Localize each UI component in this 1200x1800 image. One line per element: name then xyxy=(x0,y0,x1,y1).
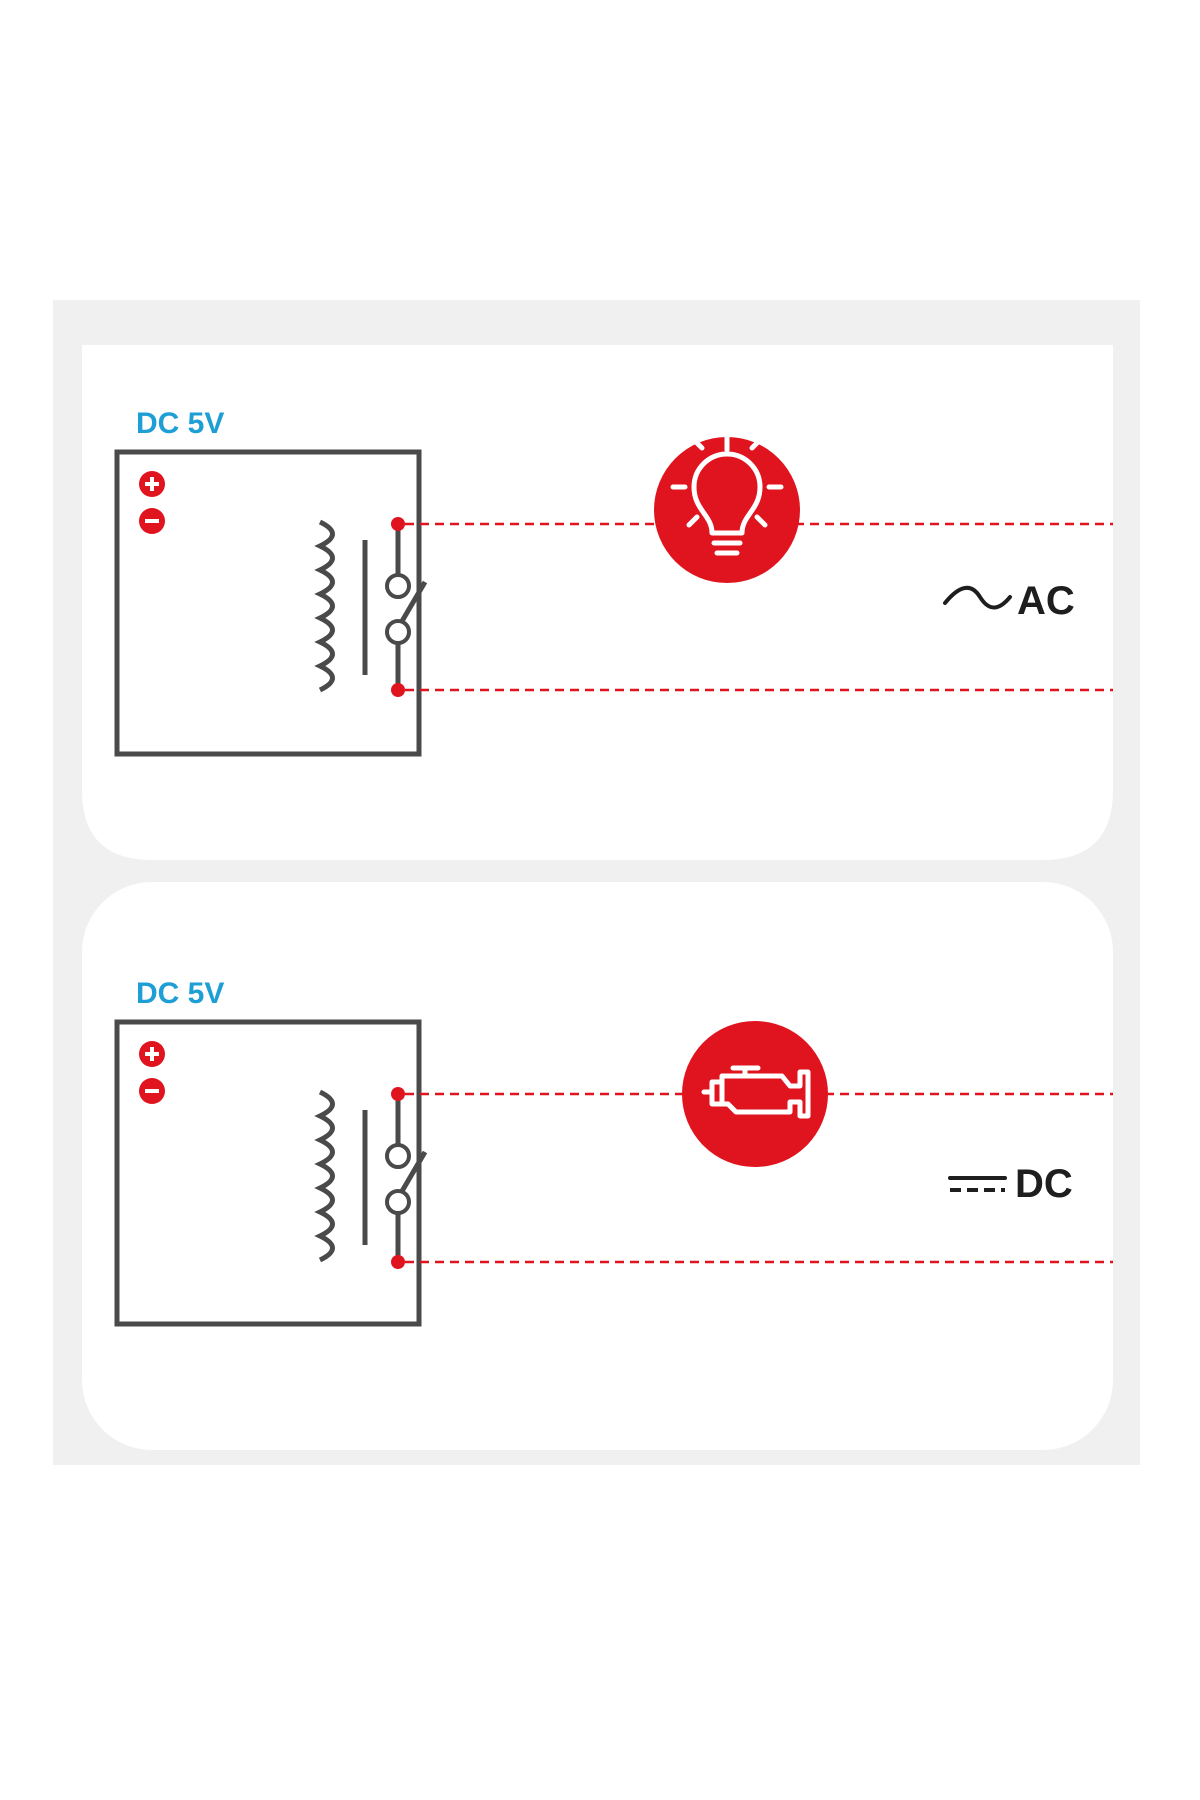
terminal-dot-top xyxy=(391,517,405,531)
light-bulb-icon xyxy=(654,435,800,583)
relay-module xyxy=(114,1019,428,1327)
relay-switch-icon xyxy=(385,524,428,690)
relay-switch-icon xyxy=(385,1094,428,1262)
relay-module-box xyxy=(114,449,422,757)
relay-module-box xyxy=(114,1019,422,1327)
power-type-label: DC xyxy=(1015,1162,1073,1206)
dc-symbol-icon xyxy=(948,1176,1007,1192)
power-type-label: AC xyxy=(1017,579,1075,623)
plus-terminal-icon xyxy=(139,471,165,497)
engine-icon xyxy=(682,1021,828,1167)
panel-dc: DC 5V xyxy=(82,882,1113,1450)
minus-terminal-icon xyxy=(139,508,165,534)
terminal-dot-top xyxy=(391,1087,405,1101)
relay-module xyxy=(114,449,428,757)
panel-card xyxy=(82,882,1113,1450)
plus-terminal-icon xyxy=(139,1041,165,1067)
terminal-dot-bottom xyxy=(391,683,405,697)
terminal-dot-bottom xyxy=(391,1255,405,1269)
minus-terminal-icon xyxy=(139,1078,165,1104)
panel-ac: DC 5V xyxy=(82,345,1113,860)
panel-card xyxy=(82,345,1113,860)
relay-coil-icon xyxy=(314,519,368,693)
ac-sine-wave-icon xyxy=(943,586,1012,610)
supply-label: DC 5V xyxy=(136,977,224,1010)
supply-label: DC 5V xyxy=(136,407,224,440)
relay-coil-icon xyxy=(314,1089,368,1263)
